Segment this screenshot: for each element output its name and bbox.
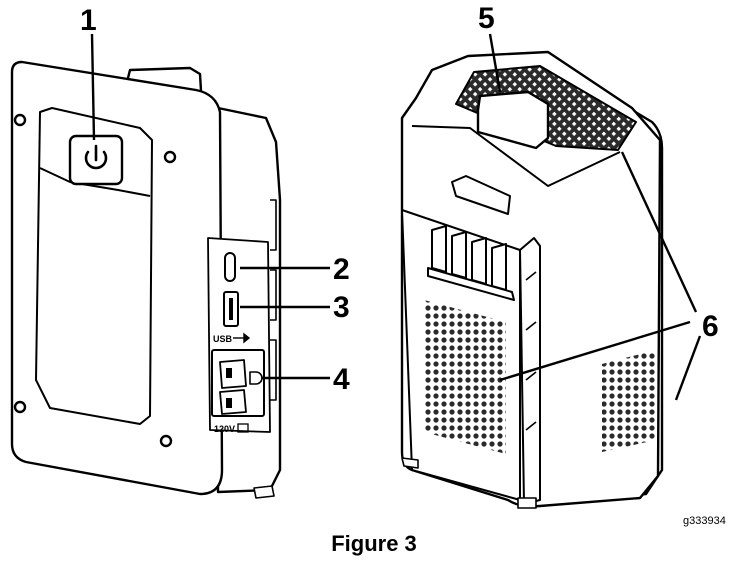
usb-icon [233,332,251,344]
callout-2: 2 [333,253,350,286]
side-slots [270,199,277,401]
callout-leaders [90,33,702,401]
usb-label: USB [213,334,233,344]
callout-6: 6 [702,310,719,343]
rear-view-unit [400,50,664,509]
figure-code: g333934 [683,515,726,527]
side-vent-right [602,350,656,452]
callout-3: 3 [333,291,350,324]
callout-5: 5 [478,2,495,35]
rear-top-slot [451,175,511,215]
usb-c-port [224,252,236,282]
callout-1: 1 [80,4,97,37]
rear-handle [476,90,550,150]
outlet-rating-icon [237,423,249,433]
power-icon [84,144,108,170]
rear-vent-left [424,300,506,454]
callout-4: 4 [333,363,350,396]
cooling-fins [427,225,515,301]
front-view-unit [10,60,282,499]
front-cover-panel [35,107,153,425]
voltage-label: 120V [214,424,235,434]
figure-caption: Figure 3 [331,531,417,556]
